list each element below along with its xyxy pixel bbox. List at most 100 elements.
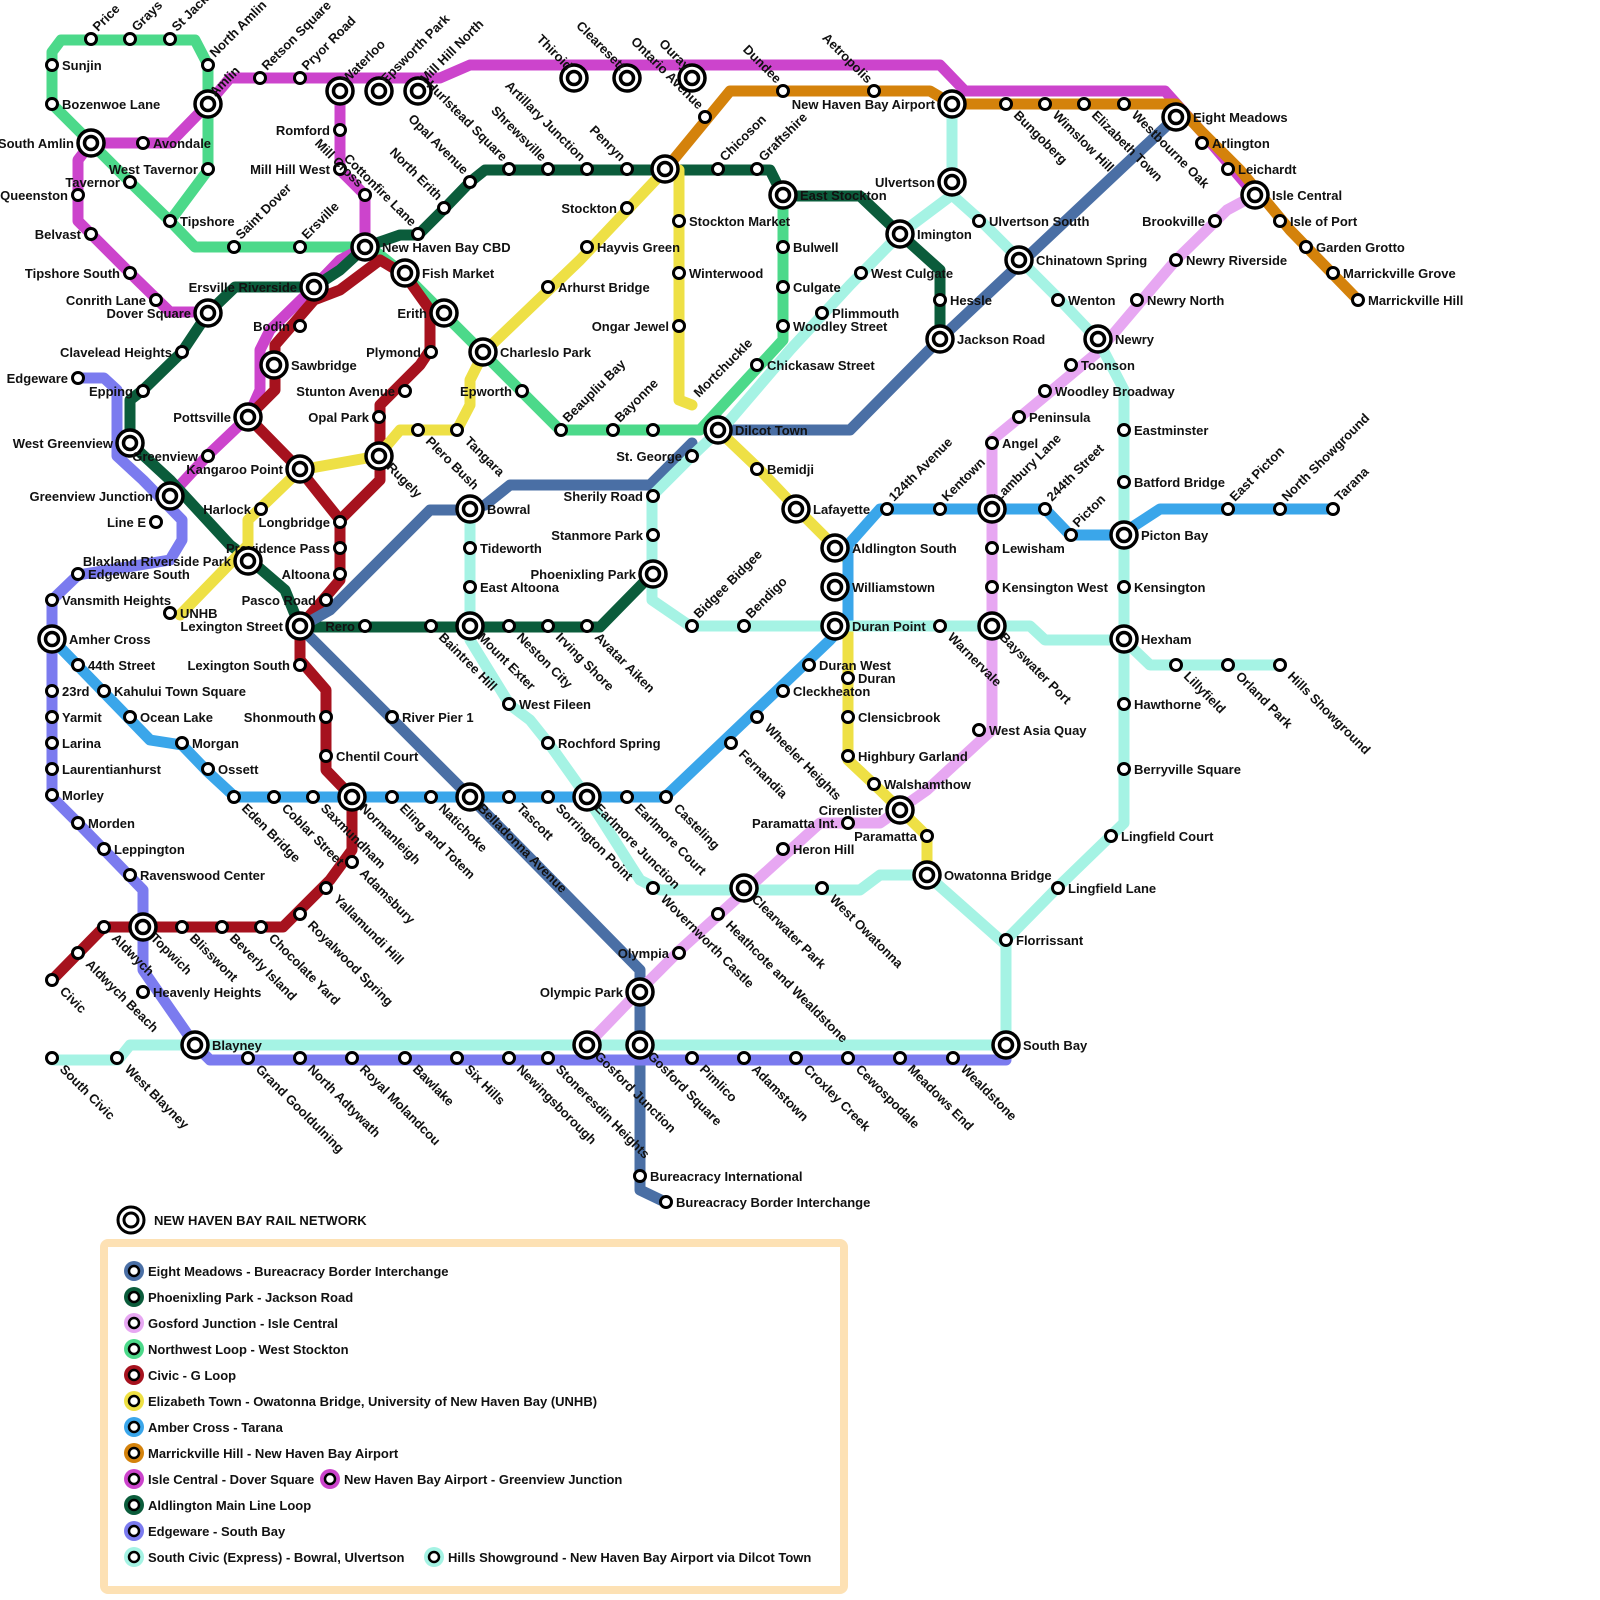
station-marker[interactable] bbox=[426, 792, 437, 803]
station-marker[interactable] bbox=[47, 60, 58, 71]
station-marker[interactable] bbox=[622, 164, 633, 175]
station-marker[interactable] bbox=[1066, 530, 1077, 541]
station[interactable]: Highbury Garland bbox=[843, 749, 968, 764]
station-marker[interactable] bbox=[1119, 582, 1130, 593]
station[interactable]: Morley bbox=[47, 788, 105, 803]
station[interactable]: Shonmouth bbox=[244, 710, 332, 725]
station-marker[interactable] bbox=[1040, 386, 1051, 397]
station-marker[interactable] bbox=[177, 922, 188, 933]
station-marker[interactable] bbox=[47, 738, 58, 749]
station-marker[interactable] bbox=[1014, 412, 1025, 423]
station-marker[interactable] bbox=[452, 1053, 463, 1064]
station-marker[interactable] bbox=[1223, 504, 1234, 515]
station-marker[interactable] bbox=[635, 1171, 646, 1182]
station[interactable]: West Tavernor bbox=[109, 162, 214, 177]
station-marker[interactable] bbox=[138, 138, 149, 149]
station-marker[interactable] bbox=[347, 1053, 358, 1064]
interchange-station[interactable]: South Bay bbox=[993, 1032, 1088, 1058]
interchange-station[interactable]: Eight Meadows bbox=[1163, 104, 1288, 130]
station[interactable]: Laurentianhurst bbox=[47, 762, 162, 777]
station-marker[interactable] bbox=[413, 229, 424, 240]
station-marker[interactable] bbox=[543, 282, 554, 293]
station[interactable]: Kahului Town Square bbox=[99, 684, 246, 699]
station-marker[interactable] bbox=[1223, 660, 1234, 671]
station-marker[interactable] bbox=[426, 621, 437, 632]
station-marker[interactable] bbox=[1275, 216, 1286, 227]
station-marker[interactable] bbox=[726, 738, 737, 749]
station-marker[interactable] bbox=[791, 1053, 802, 1064]
station-marker[interactable] bbox=[608, 425, 619, 436]
station-marker[interactable] bbox=[1132, 295, 1143, 306]
station-marker[interactable] bbox=[843, 673, 854, 684]
station-marker[interactable] bbox=[648, 425, 659, 436]
station[interactable]: Civic bbox=[47, 975, 90, 1017]
station-marker[interactable] bbox=[439, 203, 450, 214]
station[interactable]: Ongar Jewel bbox=[592, 319, 685, 334]
station-marker[interactable] bbox=[869, 779, 880, 790]
station[interactable]: Bureacracy Border Interchange bbox=[661, 1195, 871, 1210]
station[interactable]: Arhurst Bridge bbox=[543, 280, 650, 295]
station-marker[interactable] bbox=[1328, 268, 1339, 279]
station-marker[interactable] bbox=[556, 425, 567, 436]
station-marker[interactable] bbox=[504, 621, 515, 632]
station-marker[interactable] bbox=[229, 792, 240, 803]
station[interactable]: Wenton bbox=[1053, 293, 1116, 308]
station-marker[interactable] bbox=[151, 517, 162, 528]
station[interactable]: Tavernor bbox=[65, 175, 135, 190]
interchange-station[interactable] bbox=[652, 156, 678, 182]
station-marker[interactable] bbox=[582, 164, 593, 175]
station[interactable]: Culgate bbox=[778, 280, 841, 295]
station[interactable]: Cleckheaton bbox=[778, 684, 871, 699]
station-marker[interactable] bbox=[151, 295, 162, 306]
station-marker[interactable] bbox=[125, 870, 136, 881]
interchange-station[interactable]: Pottsville bbox=[173, 404, 261, 430]
station-marker[interactable] bbox=[125, 712, 136, 723]
station-marker[interactable] bbox=[73, 373, 84, 384]
station[interactable]: Lexington South bbox=[187, 658, 305, 673]
station[interactable]: Hayvis Green bbox=[582, 240, 681, 255]
interchange-station[interactable]: Amher Cross bbox=[39, 626, 151, 652]
station[interactable]: Bemidji bbox=[752, 462, 814, 477]
station-marker[interactable] bbox=[713, 164, 724, 175]
interchange-station[interactable]: Olympic Park bbox=[540, 979, 653, 1005]
station[interactable]: Marrickville Hill bbox=[1353, 293, 1464, 308]
station-marker[interactable] bbox=[1119, 477, 1130, 488]
interchange-station[interactable]: Chinatown Spring bbox=[1006, 247, 1147, 273]
interchange-station[interactable]: Owatonna Bridge bbox=[914, 862, 1052, 888]
interchange-station[interactable]: Duran Point bbox=[822, 613, 926, 639]
station-marker[interactable] bbox=[335, 125, 346, 136]
station-marker[interactable] bbox=[1119, 425, 1130, 436]
station-marker[interactable] bbox=[752, 164, 763, 175]
interchange-station[interactable]: Lafayette bbox=[783, 496, 870, 522]
station-marker[interactable] bbox=[360, 621, 371, 632]
station[interactable]: Lingfield Lane bbox=[1053, 881, 1157, 896]
interchange-station[interactable]: New Haven Bay CBD bbox=[352, 234, 511, 260]
station-marker[interactable] bbox=[47, 790, 58, 801]
station[interactable]: Epping bbox=[89, 384, 149, 399]
station-marker[interactable] bbox=[360, 190, 371, 201]
station-marker[interactable] bbox=[778, 321, 789, 332]
station[interactable]: West Blayney bbox=[112, 1053, 193, 1133]
station[interactable]: Epworth bbox=[460, 384, 528, 399]
interchange-station[interactable]: Aldlington South bbox=[822, 535, 957, 561]
station-marker[interactable] bbox=[243, 1053, 254, 1064]
station-marker[interactable] bbox=[73, 190, 84, 201]
interchange-station[interactable]: South Amlin bbox=[0, 130, 104, 156]
station-marker[interactable] bbox=[543, 621, 554, 632]
station-marker[interactable] bbox=[138, 386, 149, 397]
station-marker[interactable] bbox=[321, 595, 332, 606]
station-marker[interactable] bbox=[295, 909, 306, 920]
interchange-station[interactable]: Amlin bbox=[195, 63, 243, 117]
station[interactable]: Walshamthow bbox=[869, 777, 972, 792]
station[interactable]: Ulvertson South bbox=[974, 214, 1090, 229]
station-marker[interactable] bbox=[295, 1053, 306, 1064]
station-marker[interactable] bbox=[1171, 255, 1182, 266]
station[interactable]: Woodley Broadway bbox=[1040, 384, 1176, 399]
station[interactable]: 124th Avenue bbox=[882, 434, 956, 514]
station[interactable]: Edgeware South bbox=[73, 567, 190, 582]
station[interactable]: Bodin bbox=[253, 319, 305, 334]
station[interactable]: Bozenwoe Lane bbox=[47, 97, 161, 112]
station-marker[interactable] bbox=[739, 621, 750, 632]
station-marker[interactable] bbox=[648, 883, 659, 894]
station-marker[interactable] bbox=[1040, 504, 1051, 515]
